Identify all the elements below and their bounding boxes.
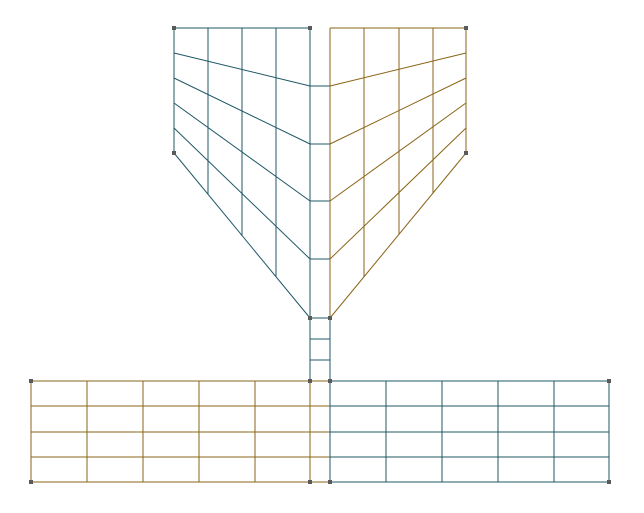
funnel-row-line-left <box>173 77 311 145</box>
funnel-slant-edge-right <box>329 152 467 319</box>
mesh-node <box>172 151 176 155</box>
funnel-row-line-right <box>329 52 467 87</box>
mesh-node <box>607 379 611 383</box>
teal-mesh-group <box>173 27 610 483</box>
mesh-node <box>464 151 468 155</box>
mesh-node <box>464 26 468 30</box>
funnel-row-line-right <box>329 102 467 202</box>
mesh-node <box>328 480 332 484</box>
mesh-node <box>29 480 33 484</box>
mesh-node <box>607 480 611 484</box>
mesh-node <box>328 379 332 383</box>
funnel-row-line-left <box>173 102 311 202</box>
mesh-node <box>308 379 312 383</box>
mesh-node <box>328 316 332 320</box>
mesh-node <box>308 480 312 484</box>
mesh-node <box>29 379 33 383</box>
funnel-row-line-left <box>173 127 311 260</box>
mesh-node <box>308 26 312 30</box>
funnel-row-line-right <box>329 77 467 145</box>
mesh-node <box>308 316 312 320</box>
funnel-row-line-right <box>329 127 467 260</box>
mesh-node <box>172 26 176 30</box>
funnel-row-line-left <box>173 52 311 87</box>
brown-mesh-group <box>30 27 467 483</box>
corner-nodes-group <box>29 26 611 484</box>
